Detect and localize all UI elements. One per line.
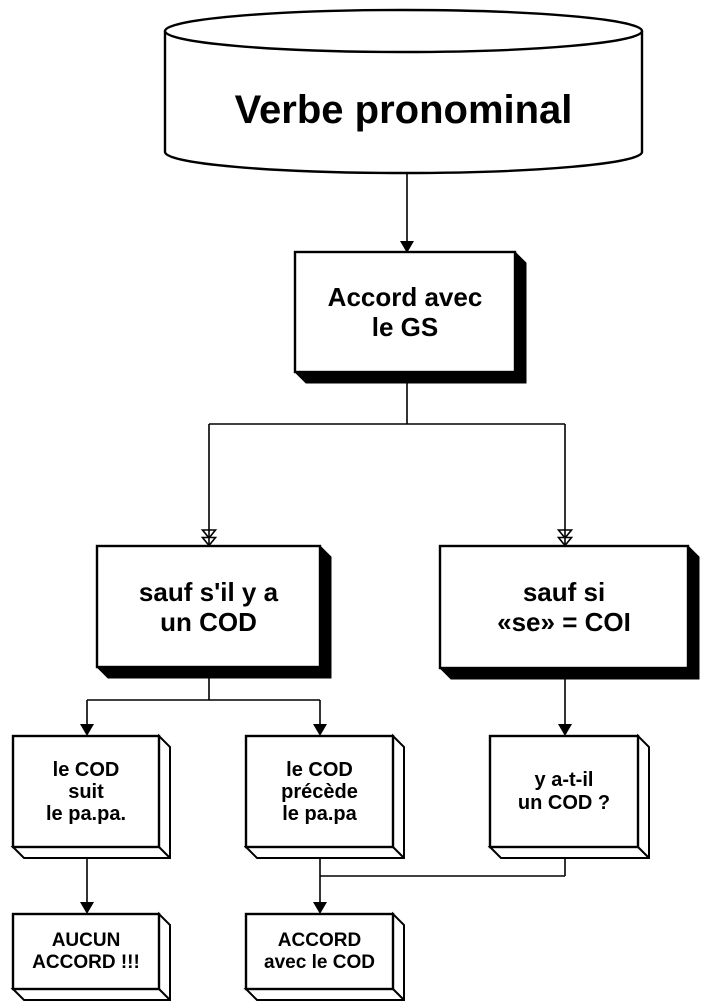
node-text-line: le COD (286, 758, 353, 781)
cylinder-verbe-pronominal (163, 8, 644, 175)
node-text-line: Accord avec (327, 282, 483, 312)
box-sauf-se-coi (438, 544, 700, 680)
node-label-accord-gs: Accord avec le GS (295, 252, 515, 372)
node-text-line: y a-t-il (534, 768, 594, 791)
arrowhead-into-accord-gs-icon (400, 241, 414, 253)
arrowhead-into-aucun-icon (80, 902, 94, 914)
node-text-line: sauf si (522, 577, 606, 607)
box-accord-gs (293, 250, 527, 384)
node-label-y-a-t-il: y a-t-il un COD ? (490, 736, 638, 847)
solid-arrowheads (80, 241, 572, 914)
arrowhead-into-y-a-t-il-icon (558, 724, 572, 736)
box-aucun-accord (10, 911, 171, 1001)
node-text-line: «se» = COI (497, 607, 631, 637)
node-label-sauf-cod: sauf s'il y a un COD (97, 546, 320, 667)
box-cod-precede (243, 733, 405, 859)
node-text-line: suit (68, 780, 104, 803)
double-open-arrowhead-right-icon (556, 424, 574, 547)
node-text-line: ACCORD (277, 929, 362, 951)
double-open-arrowhead-left-icon (200, 424, 218, 547)
node-text-line: un COD ? (517, 791, 611, 814)
node-text-line: un COD (160, 606, 257, 637)
node-text-line: le COD (52, 758, 120, 781)
node-text-line: précède (281, 780, 358, 803)
node-label-aucun-accord: AUCUN ACCORD !!! (13, 914, 159, 989)
node-text-line: le GS (371, 312, 439, 342)
node-text-line: le pa.pa (282, 802, 357, 825)
node-label-cod-precede: le COD précède le pa.pa (246, 736, 393, 847)
node-label-accord-cod: ACCORD avec le COD (246, 914, 393, 989)
node-text-line: AUCUN (51, 929, 121, 951)
box-sauf-cod (95, 544, 332, 679)
box-y-a-t-il (487, 733, 650, 859)
arrowhead-into-accord-cod-icon (313, 902, 327, 914)
node-label-cod-suit: le COD suit le pa.pa. (13, 736, 159, 847)
node-text: Verbe pronominal (234, 87, 573, 132)
box-cod-suit (10, 733, 171, 859)
node-text-line: le pa.pa. (45, 802, 127, 825)
node-text-line: sauf s'il y a (138, 576, 279, 607)
arrowhead-into-cod-precede-icon (313, 724, 327, 736)
box-accord-cod (243, 911, 405, 1001)
node-text-line: ACCORD !!! (32, 951, 140, 973)
arrowhead-into-cod-suit-icon (80, 724, 94, 736)
node-text-line: avec le COD (264, 951, 375, 973)
node-label-verbe-pronominal: Verbe pronominal (165, 58, 642, 162)
node-label-sauf-se-coi: sauf si «se» = COI (440, 546, 688, 668)
